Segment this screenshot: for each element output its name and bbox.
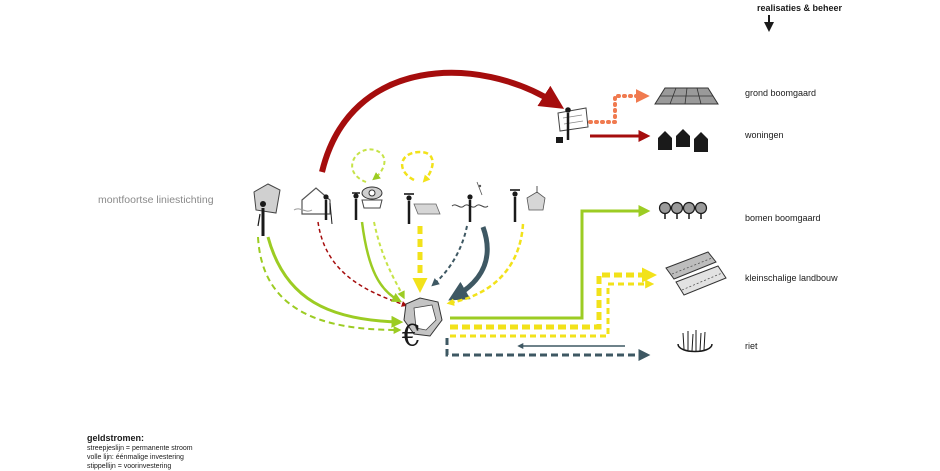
- output-label-woningen: woningen: [745, 130, 784, 140]
- houses-icon: [658, 129, 708, 152]
- source-label: montfoortse liniestichting: [98, 194, 214, 206]
- output-label-bomen-boomgaard: bomen boomgaard: [745, 213, 821, 223]
- output-label-riet: riet: [745, 341, 758, 351]
- output-label-grond-boomgaard: grond boomgaard: [745, 88, 817, 98]
- euro-hub-icon: €: [401, 297, 443, 354]
- arrow-lime-solid-foundation-to-hub: [266, 236, 404, 328]
- legend: geldstromen: streepjeslijn = permanente …: [87, 433, 193, 471]
- arrow-lime-solid-figure3-to-hub: [360, 221, 402, 303]
- orchard-ground-icon: [654, 87, 719, 105]
- arrow-yellow-dashed-figure7-to-hub: [446, 223, 525, 306]
- house-builder-icon: [293, 187, 333, 225]
- arrow-slate-hub-to-riet: [445, 338, 651, 361]
- header-title: realisaties & beheer: [757, 3, 843, 13]
- foundation-figure-icon: [253, 183, 281, 236]
- arrow-yellow-dashed-loop: [401, 150, 434, 183]
- arrow-lime-dashed-loop: [351, 148, 386, 183]
- euro-symbol: €: [401, 319, 421, 354]
- water-manager-icon: [451, 181, 489, 222]
- legend-item-dotted: stippellijn = voorinvestering: [87, 463, 172, 470]
- developer-icon: [556, 107, 589, 143]
- orchard-keeper-icon: [352, 186, 383, 220]
- arrow-red-investment-to-developer: [319, 69, 565, 173]
- output-label-kleinschalige-landbouw: kleinschalige landbouw: [745, 273, 838, 283]
- beekeeper-icon: [510, 186, 546, 222]
- farmer-icon: [404, 193, 441, 224]
- arrow-lime-hub-to-bomen: [450, 205, 651, 320]
- arrow-red-dashed-to-hub: [317, 221, 408, 307]
- reed-icon: [677, 330, 713, 353]
- arrow-lime-dashed-figure3-to-hub: [373, 221, 405, 300]
- legend-title: geldstromen:: [87, 433, 145, 443]
- legend-item-solid: volle lijn: éénmalige investering: [87, 454, 184, 461]
- orchard-trees-icon: [658, 201, 708, 219]
- arrow-orange-to-grond-boomgaard: [588, 89, 650, 124]
- arrow-yellow-hub-to-landbouw-outer: [450, 267, 657, 330]
- small-farming-fields-icon: [665, 251, 727, 296]
- arrow-slate-solid-to-hub: [448, 226, 490, 301]
- arrow-slate-dashed-to-hub: [431, 225, 468, 287]
- arrow-lime-dashed-foundation-to-hub: [257, 236, 402, 334]
- arrow-yellow-hub-to-landbouw-inner: [450, 279, 655, 338]
- legend-item-dashed: streepjeslijn = permanente stroom: [87, 445, 193, 452]
